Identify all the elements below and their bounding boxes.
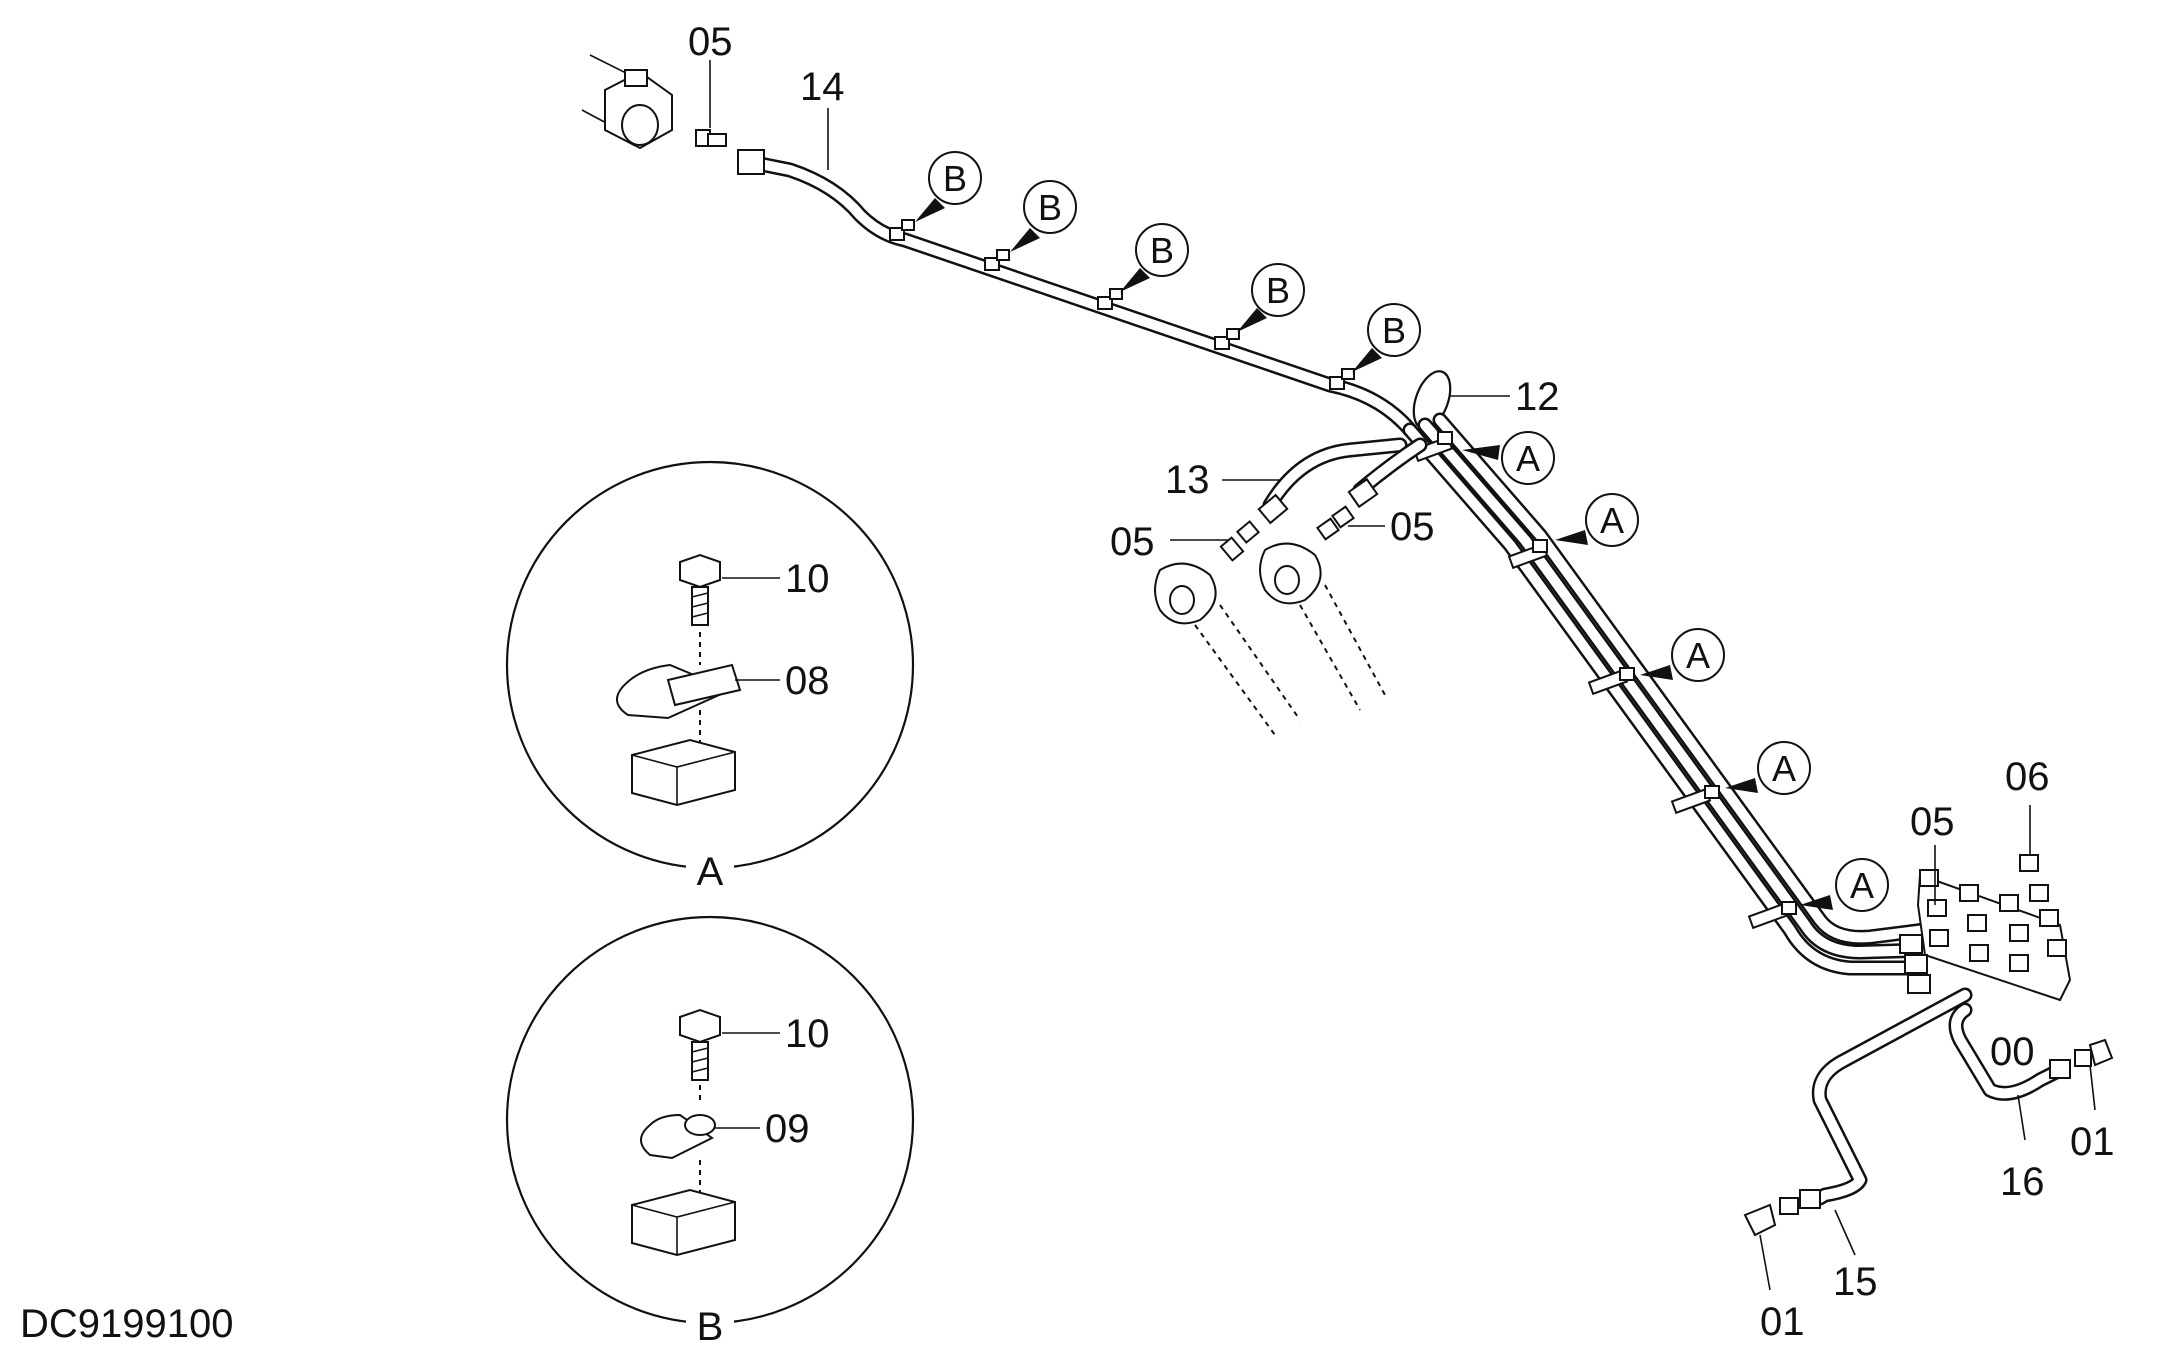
clamp-b-marks	[889, 219, 1355, 390]
detail-a-bolt-part: 10	[785, 557, 830, 601]
label-05-left: 05	[1110, 520, 1155, 564]
label-16: 16	[2000, 1160, 2045, 1204]
callout-b-label: B	[1382, 310, 1406, 351]
callout-a-label: A	[1686, 635, 1710, 676]
callout-a-5: A	[1800, 858, 1889, 912]
callout-b-label: B	[943, 158, 967, 199]
label-12: 12	[1515, 375, 1560, 419]
callout-b-label: B	[1038, 187, 1062, 228]
hose-bundle	[1402, 412, 1933, 976]
callout-b-group: B B B B B	[915, 151, 1421, 372]
detail-a-label: A	[697, 850, 724, 894]
label-01-right: 01	[2070, 1120, 2115, 1164]
detail-a-clip-part: 08	[785, 659, 830, 703]
fitting-05-top	[695, 129, 727, 147]
detail-b-label: B	[697, 1305, 724, 1349]
callout-a-3: A	[1640, 628, 1725, 682]
callout-b-label: B	[1150, 230, 1174, 271]
callout-b-4: B	[1237, 263, 1305, 332]
label-05-top: 05	[688, 20, 733, 64]
label-15: 15	[1833, 1260, 1878, 1304]
fitting-01-right	[2074, 1038, 2114, 1111]
callout-a-label: A	[1516, 438, 1540, 479]
callout-a-group: A A A A A	[1462, 431, 1889, 912]
callout-b-2: B	[1010, 180, 1077, 252]
callout-b-label: B	[1266, 270, 1290, 311]
label-13: 13	[1165, 458, 1210, 502]
callout-b-1: B	[915, 151, 982, 222]
label-06: 06	[2005, 755, 2050, 799]
callout-a-4: A	[1725, 741, 1811, 795]
cylinder-eyes-middle	[1154, 542, 1386, 736]
hose-13	[1222, 437, 1428, 525]
detail-b-bolt-part: 10	[785, 1012, 830, 1056]
callout-b-5: B	[1352, 303, 1421, 372]
label-05-right: 05	[1910, 800, 1955, 844]
label-00: 00	[1990, 1030, 2035, 1074]
callout-b-3: B	[1120, 223, 1189, 292]
callout-a-label: A	[1600, 500, 1624, 541]
detail-view-a: A 10 08	[505, 460, 915, 894]
cylinder-end-top	[581, 54, 673, 150]
label-01-bottom: 01	[1760, 1300, 1805, 1344]
valve-block	[1899, 805, 2072, 1002]
detail-view-b: B 10 09	[505, 915, 915, 1349]
hose-16	[1948, 1002, 2071, 1141]
callout-a-1: A	[1462, 431, 1555, 485]
callout-a-label: A	[1772, 748, 1796, 789]
label-05-mid: 05	[1390, 505, 1435, 549]
hose-14	[737, 149, 1418, 438]
hose-15	[1743, 987, 1973, 1291]
detail-b-clip-part: 09	[765, 1107, 810, 1151]
fittings-05-middle	[1170, 505, 1385, 562]
label-14: 14	[800, 65, 845, 109]
part-labels: 05 14 12 13 05 05 05 06 00 01 16 15 01	[688, 20, 2115, 1344]
callout-a-label: A	[1850, 865, 1874, 906]
callout-a-2: A	[1555, 493, 1639, 547]
drawing-number: DC9199100	[20, 1302, 234, 1346]
leader-lines	[709, 60, 829, 170]
